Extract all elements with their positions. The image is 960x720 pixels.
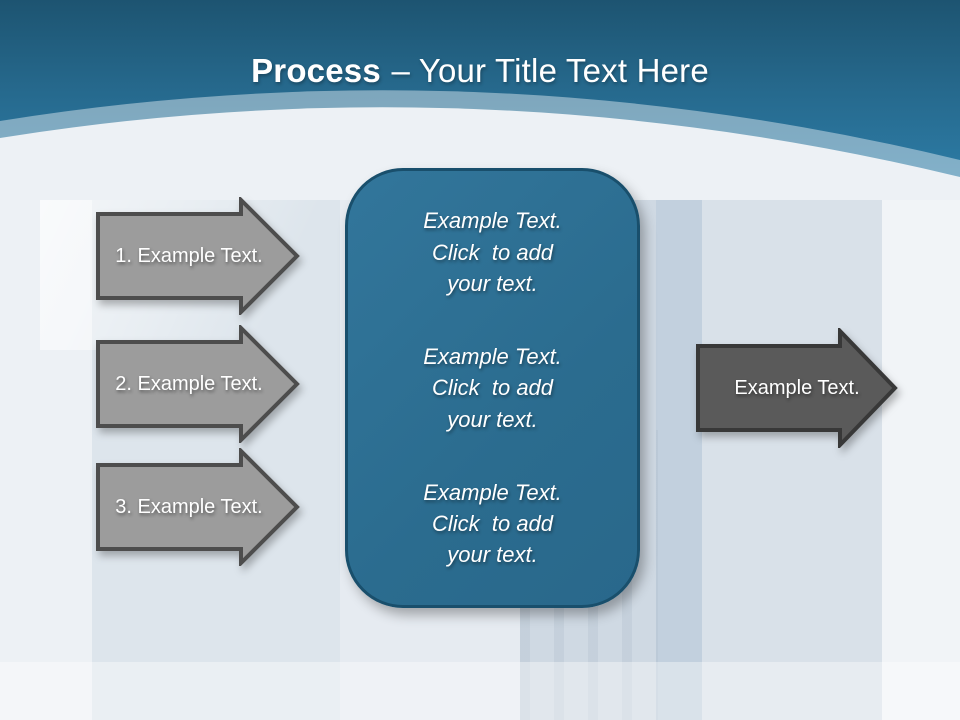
process-step-arrow-1[interactable]: 1. Example Text. xyxy=(95,197,301,315)
arrow-shape xyxy=(96,325,300,443)
background-floor xyxy=(0,662,960,720)
slide-title[interactable]: Process – Your Title Text Here xyxy=(0,52,960,90)
arrow-label: Example Text. xyxy=(734,376,860,399)
header-curve xyxy=(0,90,960,200)
process-step-arrow-2[interactable]: 2. Example Text. xyxy=(95,325,301,443)
text-placeholder[interactable]: Example Text. Click to add your text. xyxy=(423,344,562,432)
slide-header: Process – Your Title Text Here xyxy=(0,0,960,200)
description-panel[interactable]: Example Text. Click to add your text. Ex… xyxy=(345,168,640,608)
arrow-shape xyxy=(96,197,300,315)
result-arrow[interactable]: Example Text. xyxy=(696,328,898,448)
arrow-shape xyxy=(96,448,300,566)
text-placeholder[interactable]: Example Text. Click to add your text. xyxy=(423,208,562,296)
arrow-shape xyxy=(696,328,898,448)
text-placeholder[interactable]: Example Text. Click to add your text. xyxy=(423,479,562,568)
arrow-label: 2. Example Text. xyxy=(115,372,263,395)
arrow-label: 3. Example Text. xyxy=(115,495,263,518)
slide-title-rest: – Your Title Text Here xyxy=(391,52,709,89)
process-step-arrow-3[interactable]: 3. Example Text. xyxy=(95,448,301,566)
arrow-label: 1. Example Text. xyxy=(115,244,263,267)
slide-title-emphasis: Process xyxy=(251,52,381,89)
